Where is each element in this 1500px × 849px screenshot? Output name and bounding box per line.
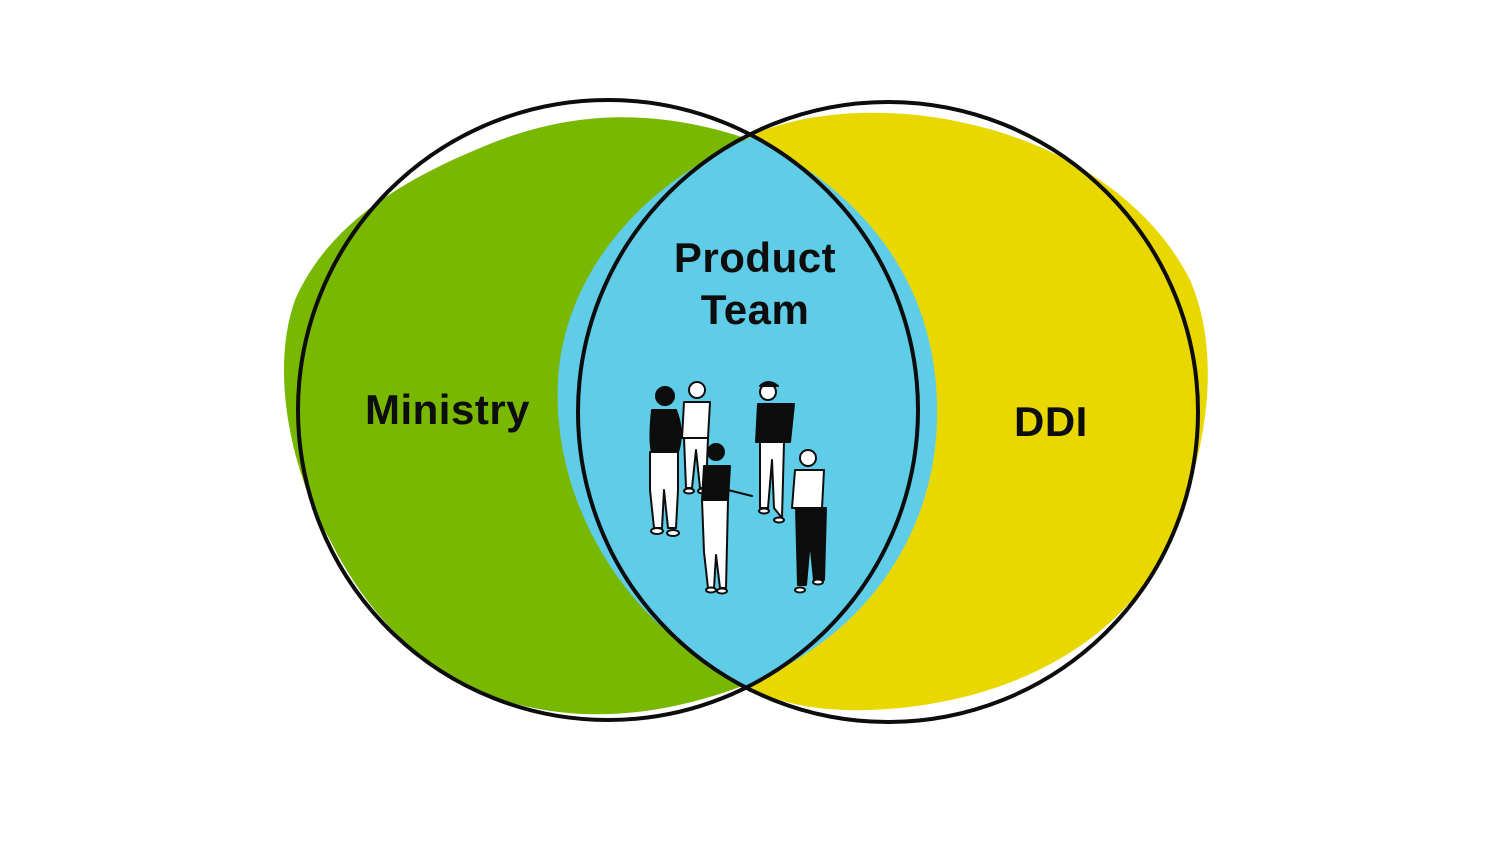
ddi-label: DDI: [1014, 398, 1088, 445]
ddi-circle-outline: [576, 100, 1200, 724]
group-of-people-icon: [649, 381, 827, 595]
product-team-fill: [557, 137, 938, 686]
person-icon: [649, 386, 682, 537]
product-team-label-line1: Product: [673, 234, 837, 281]
product-team-label: Product Team: [640, 232, 870, 336]
person-icon: [755, 381, 795, 524]
person-icon: [701, 443, 753, 595]
person-icon: [791, 449, 827, 594]
person-icon: [681, 381, 711, 495]
product-team-label-line2: Team: [700, 286, 810, 333]
ministry-circle-outline: [296, 98, 920, 722]
ministry-label: Ministry: [365, 386, 531, 433]
